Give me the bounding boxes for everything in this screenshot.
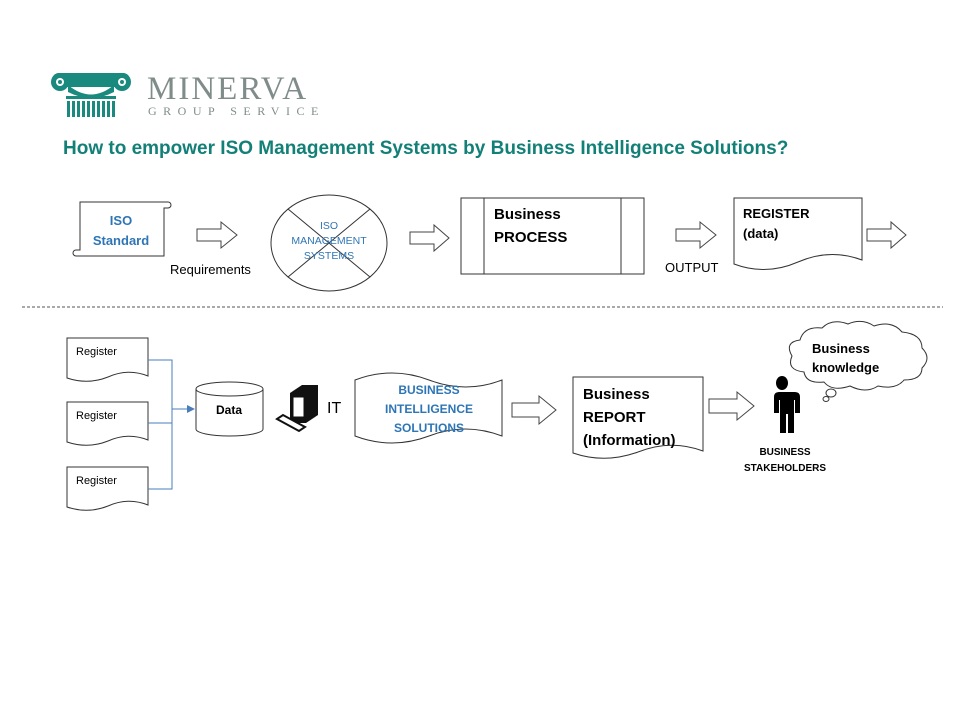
arrow-right-icon bbox=[675, 220, 717, 250]
register-connectors bbox=[148, 359, 195, 490]
data-label: Data bbox=[215, 403, 242, 417]
thought-cloud bbox=[788, 320, 928, 402]
register-document bbox=[66, 337, 149, 382]
report-line: (Information) bbox=[583, 432, 676, 449]
report-label: Business REPORT (Information) bbox=[583, 383, 675, 452]
iso-standard-line: Standard bbox=[92, 233, 150, 248]
register-document bbox=[66, 466, 149, 511]
iso-ms-line: MANAGEMENT bbox=[291, 235, 367, 247]
bi-line: BUSINESS bbox=[398, 383, 460, 397]
report-line: REPORT bbox=[583, 409, 646, 426]
logo-tagline: GROUP SERVICE bbox=[148, 104, 325, 118]
it-label: IT bbox=[327, 400, 342, 417]
page-title: How to empower ISO Management Systems by… bbox=[63, 138, 789, 159]
stakeholders-label: BUSINESS STAKEHOLDERS bbox=[735, 445, 835, 477]
arrow-right-icon bbox=[511, 394, 557, 426]
computer-icon bbox=[275, 385, 318, 433]
knowledge-line: Business bbox=[812, 341, 870, 356]
bi-line: SOLUTIONS bbox=[393, 421, 464, 435]
bi-label: BUSINESS INTELLIGENCE SOLUTIONS bbox=[369, 381, 489, 438]
iso-ms-label: ISO MANAGEMENT SYSTEMS bbox=[274, 219, 384, 264]
register-line: (data) bbox=[743, 226, 779, 241]
stakeholders-line: BUSINESS bbox=[759, 447, 811, 458]
register-label: Register bbox=[76, 346, 117, 358]
process-line: PROCESS bbox=[494, 229, 568, 246]
arrow-right-icon bbox=[409, 223, 450, 253]
register-data-document bbox=[733, 197, 863, 271]
knowledge-label: Business knowledge bbox=[812, 339, 879, 377]
arrow-right-icon bbox=[866, 220, 907, 250]
arrow-right-icon bbox=[196, 220, 238, 250]
business-report-document bbox=[572, 376, 704, 459]
iso-management-systems-circle bbox=[270, 194, 388, 292]
business-process-box bbox=[460, 197, 645, 275]
knowledge-line: knowledge bbox=[812, 360, 880, 375]
business-intelligence-solutions-shape bbox=[354, 372, 503, 444]
iso-standard-label: ISO Standard bbox=[76, 211, 166, 251]
iso-standard-line: ISO bbox=[109, 213, 133, 228]
report-line: Business bbox=[583, 386, 650, 403]
output-label: OUTPUT bbox=[665, 260, 719, 275]
register-label: Register bbox=[76, 410, 117, 422]
iso-ms-line: SYSTEMS bbox=[303, 250, 355, 262]
stakeholders-line: STAKEHOLDERS bbox=[743, 463, 827, 474]
requirements-label: Requirements bbox=[170, 262, 251, 277]
bi-line: INTELLIGENCE bbox=[384, 402, 473, 416]
person-icon bbox=[769, 376, 800, 433]
register-label: REGISTER (data) bbox=[743, 204, 809, 244]
data-cylinder bbox=[195, 381, 264, 437]
column-emblem-icon bbox=[51, 73, 131, 117]
register-document bbox=[66, 401, 149, 446]
register-line: REGISTER bbox=[743, 206, 810, 221]
logo-name: MINERVA bbox=[147, 71, 309, 107]
iso-standard-scroll bbox=[72, 201, 172, 257]
process-label: Business PROCESS bbox=[494, 203, 567, 249]
iso-ms-line: ISO bbox=[319, 220, 339, 232]
process-line: Business bbox=[494, 206, 561, 223]
register-label: Register bbox=[76, 475, 117, 487]
arrow-right-icon bbox=[708, 390, 755, 422]
